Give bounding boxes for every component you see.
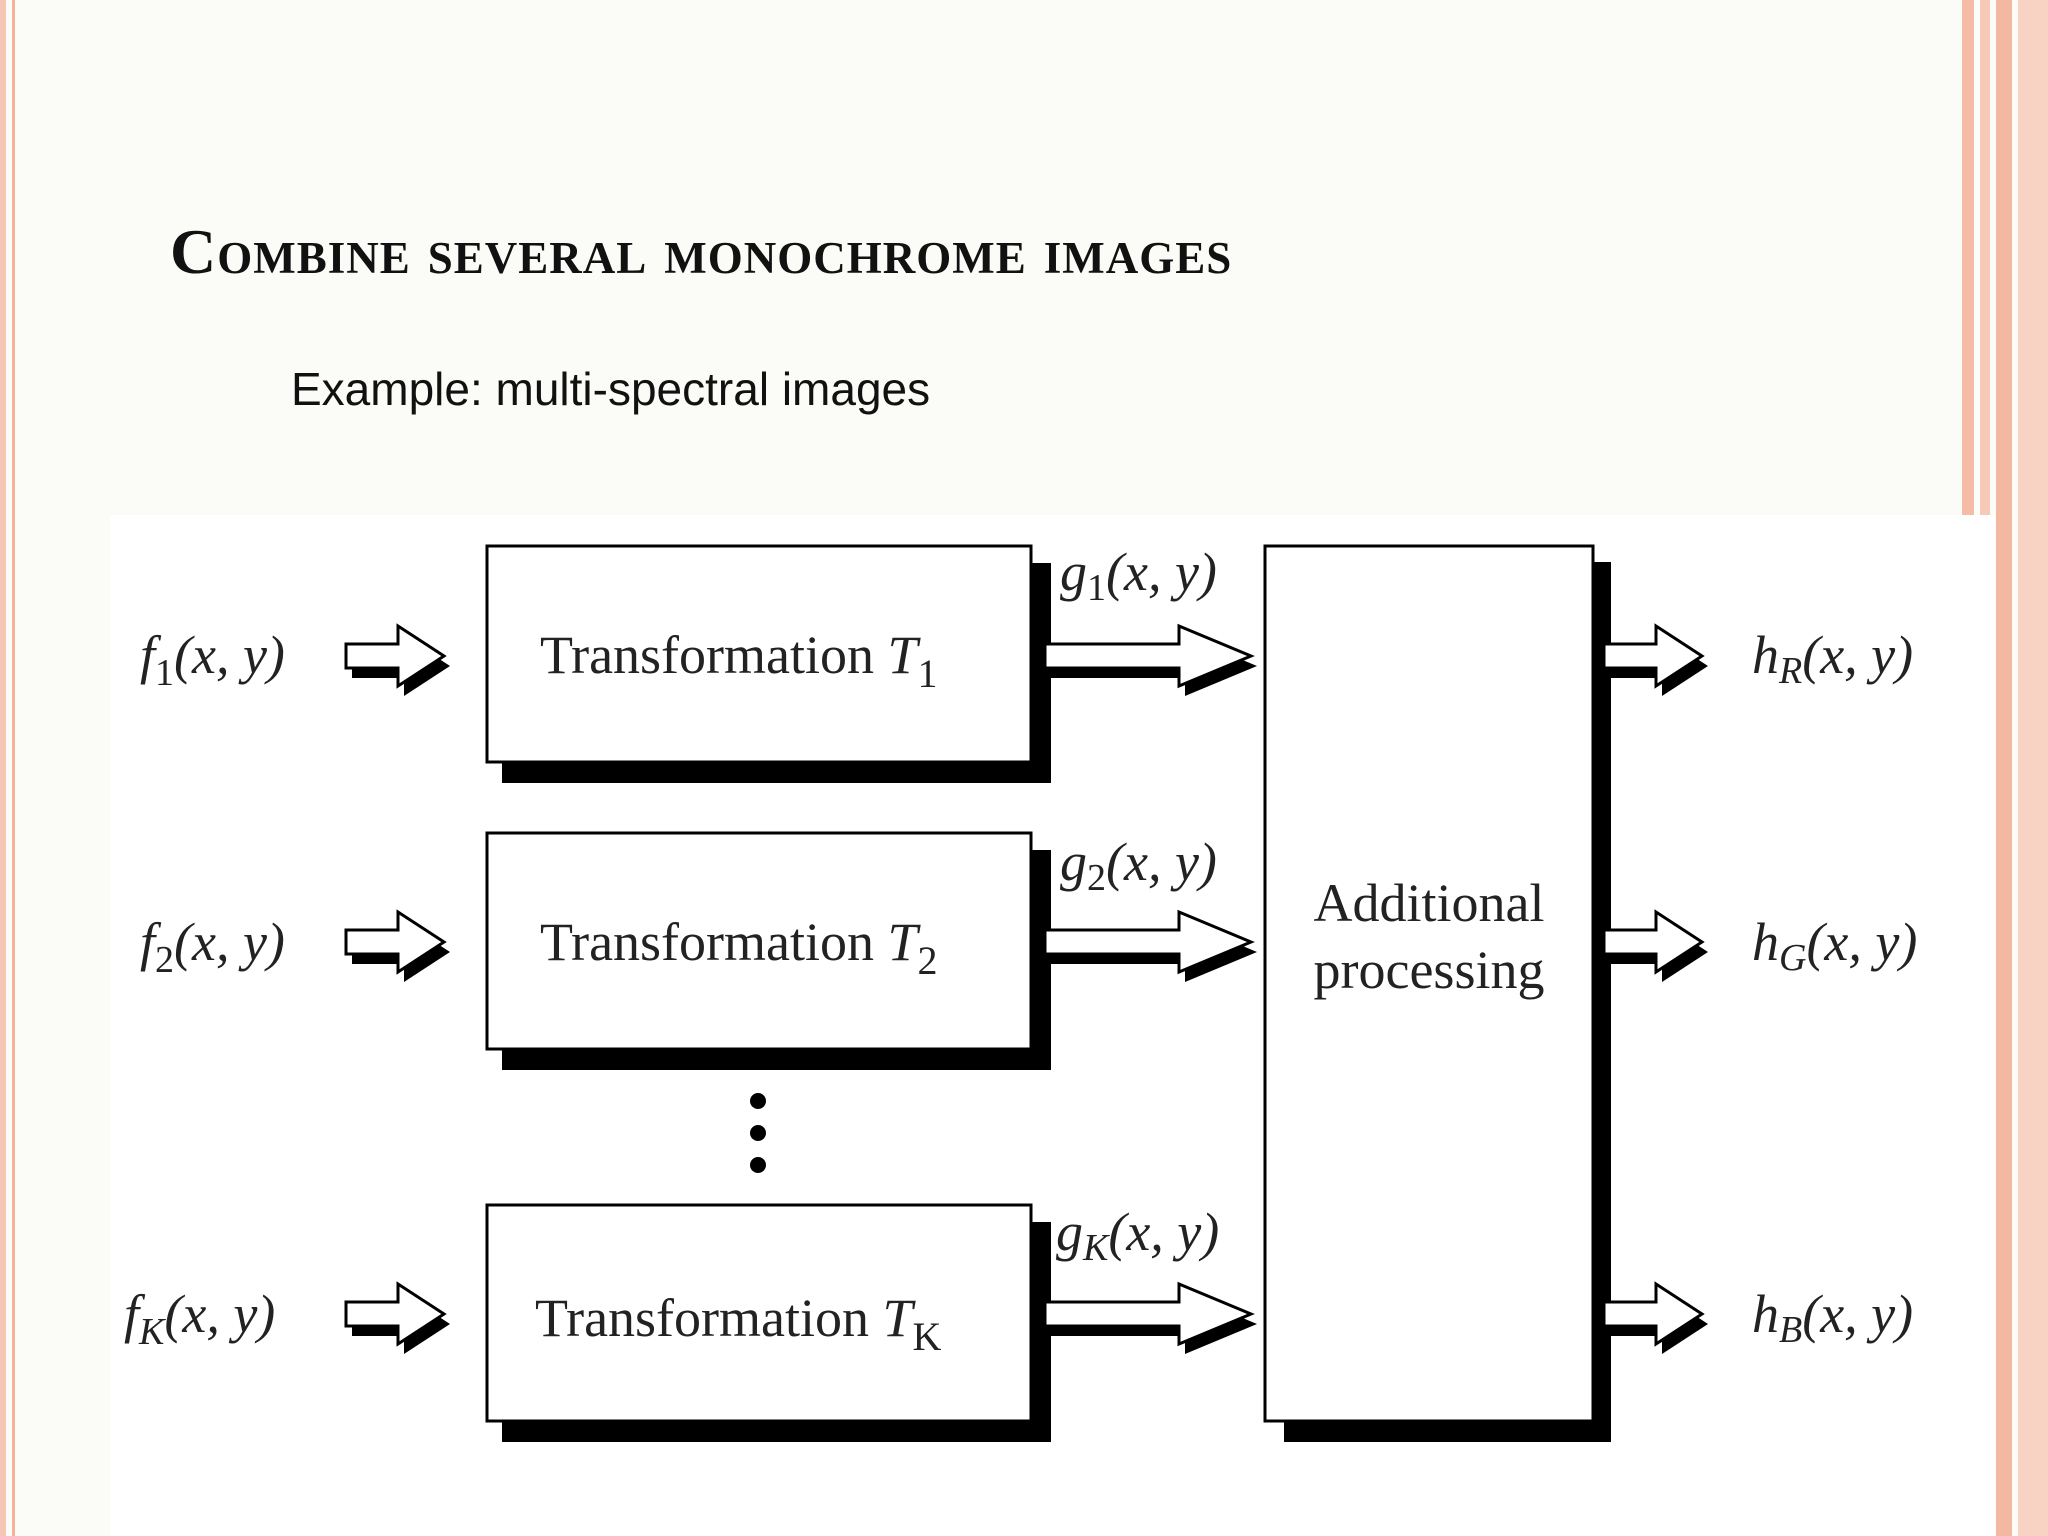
transform-box-1: Transformation T1 bbox=[485, 544, 1051, 783]
transform-label-k: Transformation TK bbox=[535, 1288, 942, 1359]
intermediate-label-1: g1(x, y) bbox=[1060, 542, 1217, 609]
output-arrow-r bbox=[1602, 624, 1710, 698]
processing-label-line2: processing bbox=[1314, 940, 1545, 1000]
figure-panel bbox=[110, 515, 1995, 1536]
input-label-1: f1(x, y) bbox=[140, 625, 285, 694]
processing-label-line1: Additional bbox=[1314, 873, 1545, 933]
input-label-k: fK(x, y) bbox=[124, 1284, 275, 1353]
intermediate-arrow-2 bbox=[1043, 910, 1259, 984]
transform-label-1: Transformation T1 bbox=[540, 625, 938, 696]
frame-line-left-outer bbox=[0, 0, 6, 1536]
transform-label-2: Transformation T2 bbox=[540, 912, 938, 983]
input-arrow-2 bbox=[344, 910, 452, 984]
intermediate-label-2: g2(x, y) bbox=[1060, 832, 1217, 899]
frame-line-left-inner bbox=[12, 0, 15, 1536]
transform-box-k: Transformation TK bbox=[485, 1203, 1051, 1442]
input-label-2: f2(x, y) bbox=[140, 912, 285, 981]
ellipsis-dots bbox=[750, 1093, 766, 1173]
slide-subtitle: Example: multi-spectral images bbox=[291, 363, 931, 415]
input-arrow-k bbox=[344, 1282, 452, 1356]
frame-line-right-4 bbox=[2018, 0, 2048, 1536]
output-label-r: hR(x, y) bbox=[1752, 625, 1913, 692]
input-arrow-1 bbox=[344, 624, 452, 698]
intermediate-label-k: gK(x, y) bbox=[1056, 1202, 1219, 1269]
transform-box-2: Transformation T2 bbox=[485, 831, 1051, 1070]
intermediate-arrow-1 bbox=[1043, 624, 1259, 698]
output-arrow-b bbox=[1602, 1282, 1710, 1356]
slide-title: Combine several monochrome images bbox=[170, 216, 1233, 287]
processing-box: Additional processing bbox=[1263, 544, 1611, 1442]
output-label-g: hG(x, y) bbox=[1752, 912, 1917, 979]
frame-line-right-3 bbox=[1996, 0, 2012, 1536]
output-label-b: hB(x, y) bbox=[1752, 1284, 1913, 1351]
intermediate-arrow-k bbox=[1043, 1282, 1259, 1356]
output-arrow-g bbox=[1602, 910, 1710, 984]
